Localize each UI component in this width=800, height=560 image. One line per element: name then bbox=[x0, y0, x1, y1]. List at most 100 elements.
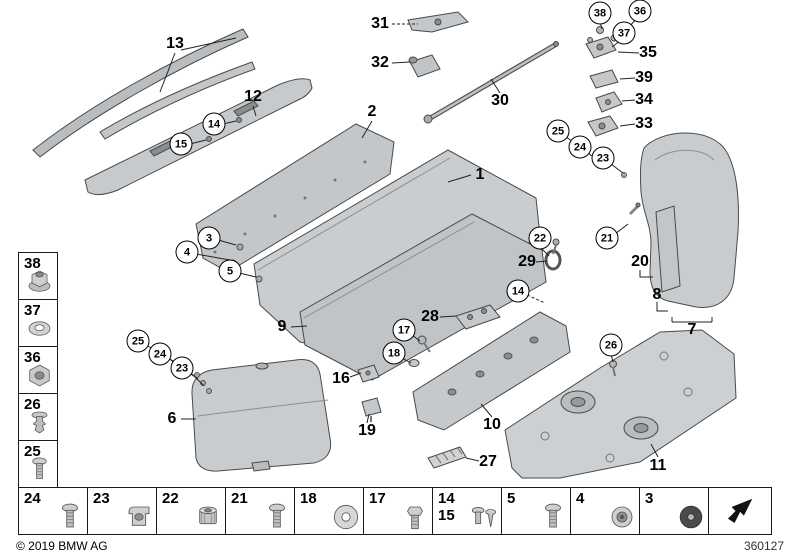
legend-item-18[interactable]: 18 bbox=[294, 487, 364, 535]
legend-item-23[interactable]: 23 bbox=[87, 487, 157, 535]
shape-panel-11 bbox=[504, 329, 737, 479]
callout-13[interactable]: 13 bbox=[166, 35, 184, 52]
shape-panel-9 bbox=[299, 213, 547, 381]
callout-38[interactable]: 38 bbox=[588, 1, 612, 25]
callout-36[interactable]: 36 bbox=[628, 0, 652, 23]
callout-3[interactable]: 3 bbox=[197, 226, 221, 250]
legend-item-ref-arrow[interactable] bbox=[708, 487, 772, 535]
legend-item-number: 21 bbox=[231, 490, 248, 507]
disc-icon bbox=[676, 502, 706, 532]
washer-flat-icon bbox=[331, 502, 361, 532]
legend-item-number: 4 bbox=[576, 490, 585, 507]
callout-5[interactable]: 5 bbox=[218, 259, 242, 283]
fastener-pair-icon bbox=[469, 502, 499, 532]
legend-left-column: 38 37 36 26 25 bbox=[18, 252, 58, 488]
legend-item-24[interactable]: 24 bbox=[18, 487, 88, 535]
callout-1[interactable]: 1 bbox=[475, 166, 485, 183]
callout-11[interactable]: 11 bbox=[649, 457, 667, 474]
legend-item-21[interactable]: 21 bbox=[225, 487, 295, 535]
legend-item-number: 23 bbox=[93, 490, 110, 507]
callout-33[interactable]: 33 bbox=[635, 115, 653, 132]
legend-item-22[interactable]: 22 bbox=[156, 487, 226, 535]
callout-35[interactable]: 35 bbox=[639, 44, 657, 61]
callout-20[interactable]: 20 bbox=[631, 253, 649, 270]
shape-panel-7 bbox=[639, 132, 739, 309]
callout-12[interactable]: 12 bbox=[244, 88, 262, 105]
callout-18[interactable]: 18 bbox=[382, 341, 406, 365]
callout-29[interactable]: 29 bbox=[518, 253, 536, 270]
callout-19[interactable]: 19 bbox=[358, 422, 376, 439]
legend-item-38[interactable]: 38 bbox=[18, 252, 58, 300]
callout-30[interactable]: 30 bbox=[491, 92, 509, 109]
legend-item-number: 36 bbox=[24, 349, 41, 366]
callout-25[interactable]: 25 bbox=[546, 119, 570, 143]
callout-22[interactable]: 22 bbox=[528, 226, 552, 250]
callout-34[interactable]: 34 bbox=[635, 91, 653, 108]
callout-31[interactable]: 31 bbox=[371, 15, 389, 32]
callout-14[interactable]: 14 bbox=[202, 112, 226, 136]
legend-item-number: 22 bbox=[162, 490, 179, 507]
callout-24[interactable]: 24 bbox=[568, 135, 592, 159]
shape-strip-13b bbox=[99, 61, 256, 140]
grommet-icon bbox=[607, 502, 637, 532]
callout-23[interactable]: 23 bbox=[170, 356, 194, 380]
callout-32[interactable]: 32 bbox=[371, 54, 389, 71]
callout-39[interactable]: 39 bbox=[635, 69, 653, 86]
callout-15[interactable]: 15 bbox=[169, 132, 193, 156]
clamp-icon bbox=[124, 502, 154, 532]
legend-item-number: 17 bbox=[369, 490, 386, 507]
legend-item-26[interactable]: 26 bbox=[18, 393, 58, 441]
callout-25[interactable]: 25 bbox=[126, 329, 150, 353]
rivet-icon bbox=[26, 409, 53, 436]
panel-shapes bbox=[32, 11, 739, 479]
callout-7[interactable]: 7 bbox=[687, 321, 697, 338]
legend-item-17[interactable]: 17 bbox=[363, 487, 433, 535]
legend-item-number: 25 bbox=[24, 443, 41, 460]
callout-27[interactable]: 27 bbox=[479, 453, 497, 470]
shape-bracket-19 bbox=[361, 397, 382, 417]
screw-icon bbox=[538, 502, 568, 532]
shape-box-6 bbox=[191, 359, 332, 472]
callout-9[interactable]: 9 bbox=[277, 318, 287, 335]
ref-arrow-icon bbox=[723, 494, 757, 528]
callout-24[interactable]: 24 bbox=[148, 342, 172, 366]
legend-item-number: 38 bbox=[24, 255, 41, 272]
screw-icon bbox=[26, 456, 53, 483]
callout-14[interactable]: 14 bbox=[506, 279, 530, 303]
legend-item-number: 24 bbox=[24, 490, 41, 507]
legend-item-number: 37 bbox=[24, 302, 41, 319]
screw-icon bbox=[262, 502, 292, 532]
shape-bracket-28 bbox=[455, 304, 501, 330]
legend-item-number: 26 bbox=[24, 396, 41, 413]
diagram-number: 360127 bbox=[743, 539, 784, 553]
callout-26[interactable]: 26 bbox=[599, 333, 623, 357]
callout-37[interactable]: 37 bbox=[612, 21, 636, 45]
callout-10[interactable]: 10 bbox=[483, 416, 501, 433]
legend-item-number: 5 bbox=[507, 490, 516, 507]
legend-item-25[interactable]: 25 bbox=[18, 440, 58, 488]
callout-6[interactable]: 6 bbox=[167, 410, 177, 427]
callout-8[interactable]: 8 bbox=[652, 286, 662, 303]
callout-23[interactable]: 23 bbox=[591, 146, 615, 170]
callout-17[interactable]: 17 bbox=[392, 318, 416, 342]
leader-lines bbox=[145, 18, 713, 462]
screw-icon bbox=[55, 502, 85, 532]
legend-item-36[interactable]: 36 bbox=[18, 346, 58, 394]
callout-2[interactable]: 2 bbox=[367, 103, 377, 120]
legend-item-3[interactable]: 3 bbox=[639, 487, 709, 535]
callout-28[interactable]: 28 bbox=[421, 308, 439, 325]
legend-item-4[interactable]: 4 bbox=[570, 487, 640, 535]
legend-item-5[interactable]: 5 bbox=[501, 487, 571, 535]
washer-icon bbox=[26, 315, 53, 342]
callout-4[interactable]: 4 bbox=[175, 240, 199, 264]
shape-part-32 bbox=[409, 54, 441, 78]
shape-part-39 bbox=[589, 69, 619, 89]
callout-21[interactable]: 21 bbox=[595, 226, 619, 250]
legend-item-37[interactable]: 37 bbox=[18, 299, 58, 347]
nut-icon bbox=[26, 362, 53, 389]
callout-16[interactable]: 16 bbox=[332, 370, 350, 387]
